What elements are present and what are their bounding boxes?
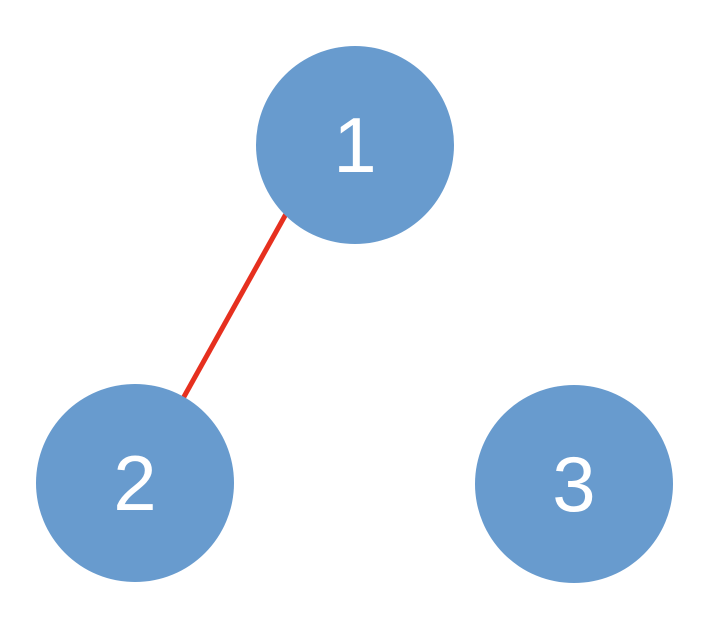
graph-node-1[interactable]: 1 bbox=[256, 46, 454, 244]
edge-node1-node2[interactable] bbox=[173, 203, 294, 413]
node-3-label: 3 bbox=[552, 440, 595, 528]
node-3-circle[interactable] bbox=[475, 385, 673, 583]
node-1-circle[interactable] bbox=[256, 46, 454, 244]
node-2-circle[interactable] bbox=[36, 384, 234, 582]
graph-node-3[interactable]: 3 bbox=[475, 385, 673, 583]
node-2-label: 2 bbox=[113, 439, 156, 527]
graph-node-2[interactable]: 2 bbox=[36, 384, 234, 582]
node-1-label: 1 bbox=[333, 101, 376, 189]
